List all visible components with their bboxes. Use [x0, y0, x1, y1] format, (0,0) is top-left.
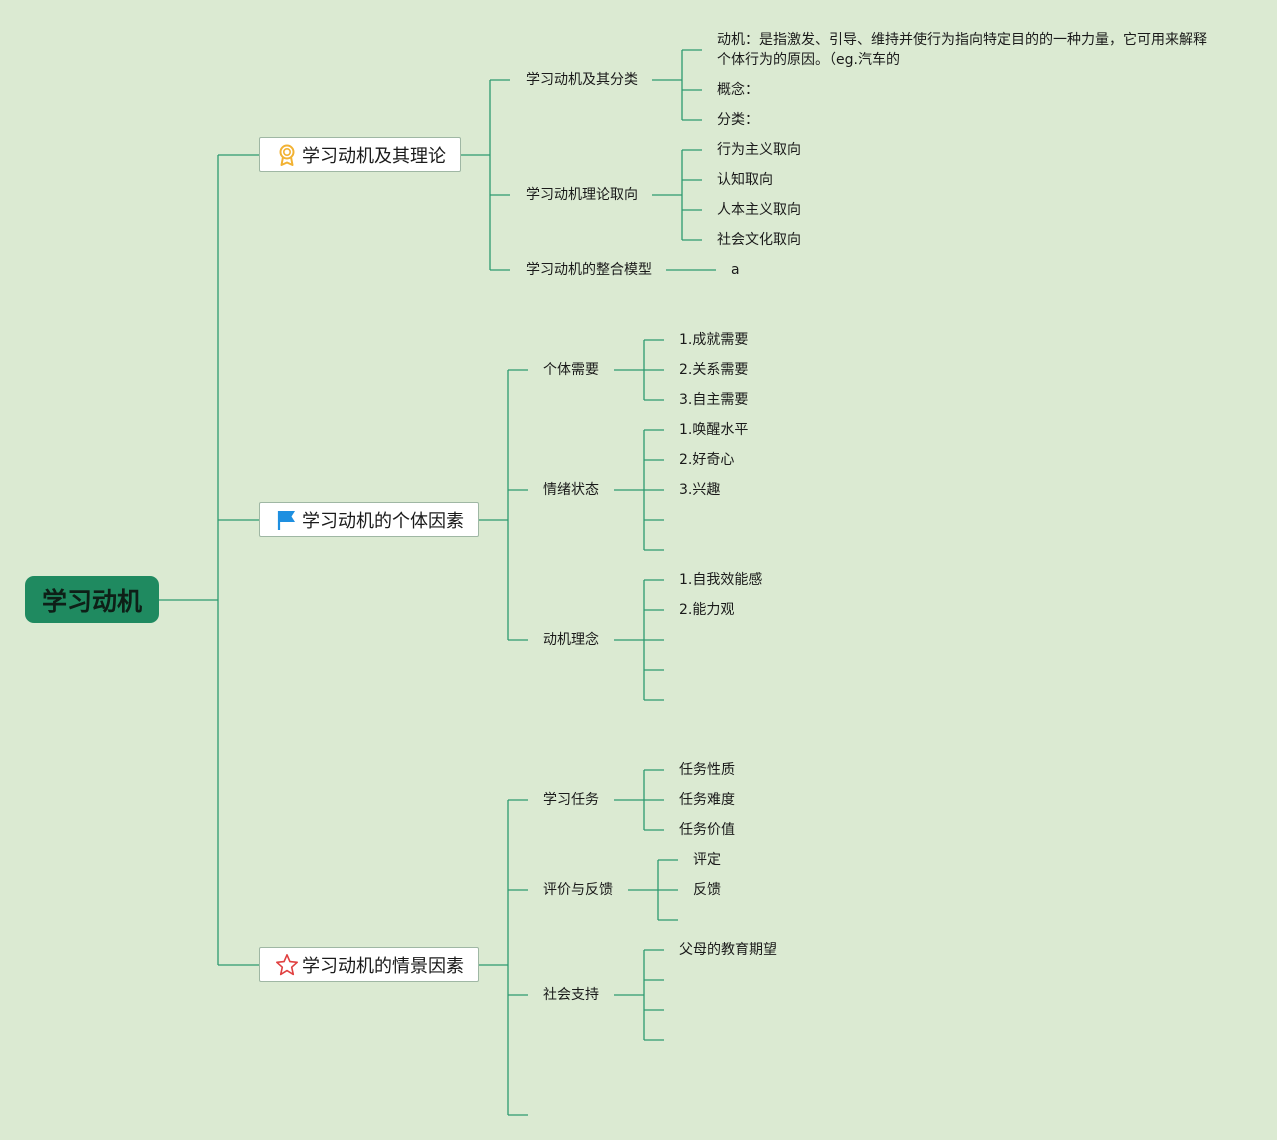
leaf-task-difficulty[interactable]: 任务难度 — [679, 792, 735, 808]
subtopic-theory-orientation[interactable]: 学习动机理论取向 — [526, 187, 638, 203]
subtopic-classification[interactable]: 学习动机及其分类 — [526, 72, 638, 88]
leaf-task-value[interactable]: 任务价值 — [679, 822, 735, 838]
subtopic-learning-task[interactable]: 学习任务 — [543, 792, 599, 808]
leaf-arousal-level[interactable]: 1.唤醒水平 — [679, 422, 749, 438]
leaf-cognitive[interactable]: 认知取向 — [717, 172, 773, 188]
subtopic-social-support[interactable]: 社会支持 — [543, 987, 599, 1003]
topic-motivation-theory[interactable]: 学习动机及其理论 — [259, 137, 461, 172]
leaf-humanism[interactable]: 人本主义取向 — [717, 202, 801, 218]
subtopic-emotional-state[interactable]: 情绪状态 — [543, 482, 599, 498]
flag-icon — [275, 508, 299, 532]
leaf-sociocultural[interactable]: 社会文化取向 — [717, 232, 801, 248]
topic-label: 学习动机的情景因素 — [302, 955, 464, 977]
leaf-feedback[interactable]: 反馈 — [693, 882, 721, 898]
leaf-assessment[interactable]: 评定 — [693, 852, 721, 868]
subtopic-integration-model[interactable]: 学习动机的整合模型 — [526, 262, 652, 278]
subtopic-motivation-beliefs[interactable]: 动机理念 — [543, 632, 599, 648]
leaf-motivation-definition[interactable]: 动机：是指激发、引导、维持并使行为指向特定目的的一种力量，它可用来解释个体行为的… — [717, 32, 1207, 68]
leaf-category[interactable]: 分类： — [717, 112, 759, 128]
leaf-self-efficacy[interactable]: 1.自我效能感 — [679, 572, 763, 588]
subtopic-individual-needs[interactable]: 个体需要 — [543, 362, 599, 378]
award-ribbon-icon — [275, 143, 299, 167]
leaf-interest[interactable]: 3.兴趣 — [679, 482, 721, 498]
leaf-model-a[interactable]: a — [731, 262, 740, 278]
leaf-ability-view[interactable]: 2.能力观 — [679, 602, 735, 618]
root-topic[interactable]: 学习动机 — [25, 576, 159, 623]
leaf-autonomy-need[interactable]: 3.自主需要 — [679, 392, 749, 408]
topic-individual-factors[interactable]: 学习动机的个体因素 — [259, 502, 479, 537]
leaf-task-nature[interactable]: 任务性质 — [679, 762, 735, 778]
star-icon — [275, 953, 299, 977]
leaf-parental-expectation[interactable]: 父母的教育期望 — [679, 942, 777, 958]
leaf-achievement-need[interactable]: 1.成就需要 — [679, 332, 749, 348]
topic-situational-factors[interactable]: 学习动机的情景因素 — [259, 947, 479, 982]
leaf-concept[interactable]: 概念： — [717, 82, 759, 98]
leaf-curiosity[interactable]: 2.好奇心 — [679, 452, 735, 468]
subtopic-evaluation-feedback[interactable]: 评价与反馈 — [543, 882, 613, 898]
leaf-relatedness-need[interactable]: 2.关系需要 — [679, 362, 749, 378]
topic-label: 学习动机及其理论 — [302, 145, 446, 167]
leaf-behaviorism[interactable]: 行为主义取向 — [717, 142, 801, 158]
topic-label: 学习动机的个体因素 — [302, 510, 464, 532]
